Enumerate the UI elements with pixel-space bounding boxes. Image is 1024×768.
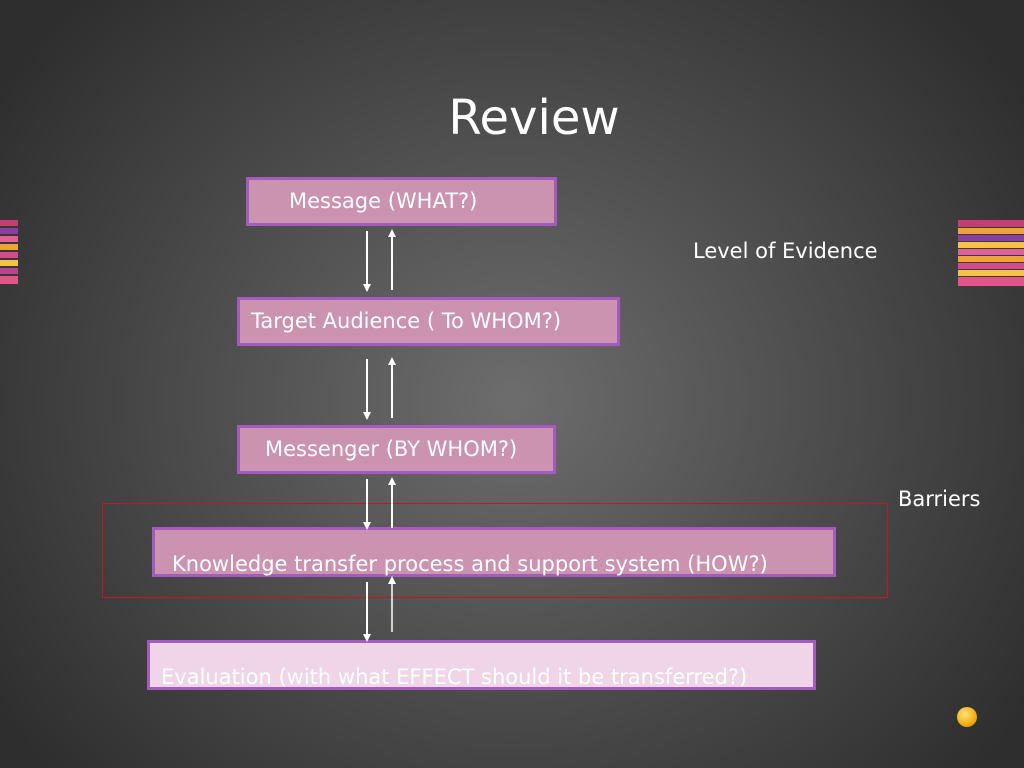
slide-title: Review xyxy=(448,90,620,146)
step-message: Message (WHAT?) xyxy=(246,177,557,226)
orange-dot-icon xyxy=(957,707,977,727)
step-target-audience: Target Audience ( To WHOM?) xyxy=(237,297,620,346)
step-messenger: Messenger (BY WHOM?) xyxy=(237,425,556,474)
step-messenger-label: Messenger (BY WHOM?) xyxy=(265,437,518,461)
left-stripes-icon xyxy=(0,220,18,284)
barriers-label: Barriers xyxy=(898,487,981,511)
step-message-label: Message (WHAT?) xyxy=(289,189,478,213)
step-transfer-process: Knowledge transfer process and support s… xyxy=(152,527,836,577)
barriers-frame xyxy=(102,503,888,598)
level-of-evidence-label: Level of Evidence xyxy=(693,239,878,263)
step-transfer-process-label: Knowledge transfer process and support s… xyxy=(172,552,768,576)
step-target-audience-label: Target Audience ( To WHOM?) xyxy=(251,309,562,333)
step-evaluation: Evaluation (with what EFFECT should it b… xyxy=(147,640,816,690)
right-stripes-icon xyxy=(958,220,1024,286)
step-evaluation-label: Evaluation (with what EFFECT should it b… xyxy=(161,665,748,689)
